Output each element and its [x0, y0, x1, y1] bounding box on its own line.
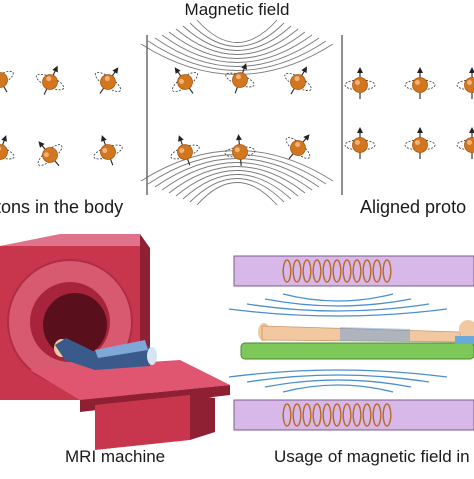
proton-ball	[287, 137, 308, 158]
spin-arrow-icon	[1, 134, 9, 142]
proton-ball	[175, 72, 196, 93]
magnet-plate-top	[234, 256, 474, 286]
proton-ball	[40, 72, 60, 92]
magnet-plate-bottom	[234, 400, 474, 430]
proton-ball	[353, 78, 368, 93]
spin-arrow-icon	[99, 134, 107, 142]
proton-ball	[465, 138, 474, 153]
field-wave-bottom	[247, 375, 429, 382]
spin-arrow-icon	[52, 64, 60, 72]
spin-arrow-icon	[469, 67, 474, 73]
proton-ball	[39, 144, 60, 165]
spin-arrow-icon	[301, 65, 309, 73]
proton-icon	[30, 59, 71, 101]
proton-icon	[457, 67, 474, 99]
field-wave-bottom	[229, 370, 447, 377]
spin-arrow-icon	[469, 127, 474, 133]
field-line-top	[190, 23, 284, 47]
proton-icon	[88, 130, 127, 170]
spin-arrow-icon	[235, 134, 242, 141]
proton-ball	[0, 142, 10, 161]
field-wave-top	[247, 304, 429, 311]
magnetic-field-usage-label: Usage of magnetic field in M	[274, 447, 474, 467]
mri-machine-icon	[0, 234, 230, 450]
spin-arrow-icon	[357, 127, 363, 133]
proton-highlight	[355, 140, 360, 145]
mri-machine-label: MRI machine	[65, 447, 165, 467]
proton-icon	[405, 67, 435, 99]
field-wave-bottom	[283, 385, 393, 392]
spin-arrow-icon	[172, 66, 180, 74]
patient-feet	[147, 347, 157, 365]
proton-highlight	[467, 80, 472, 85]
proton-highlight	[415, 80, 420, 85]
spin-arrow-icon	[417, 67, 423, 73]
spin-arrow-icon	[357, 67, 363, 73]
field-line-bottom	[197, 183, 277, 206]
proton-ball	[413, 138, 428, 153]
proton-icon	[88, 59, 131, 102]
proton-icon	[165, 130, 204, 170]
spin-arrow-icon	[417, 127, 423, 133]
patient-bed	[241, 343, 474, 359]
spin-arrow-icon	[112, 66, 120, 74]
field-wave-top	[283, 294, 393, 301]
proton-icon	[345, 127, 375, 159]
field-line-bottom	[190, 179, 284, 203]
proton-highlight	[355, 80, 360, 85]
proton-ball	[413, 78, 428, 93]
magnetic-field-lines	[141, 20, 333, 205]
proton-icon	[457, 127, 474, 159]
proton-icon	[27, 132, 71, 176]
proton-highlight	[467, 140, 472, 145]
patient-gown	[340, 327, 410, 341]
proton-icon	[221, 58, 260, 98]
proton-icon	[278, 59, 320, 102]
field-wave-top	[265, 299, 411, 306]
aligned-protons-label: Aligned proto	[360, 197, 466, 218]
mri-table-base-side	[190, 395, 215, 440]
proton-ball	[0, 70, 10, 90]
proton-ball	[98, 72, 119, 93]
proton-ball	[288, 72, 308, 92]
field-wave-top	[229, 309, 447, 316]
field-wave-bottom	[265, 380, 411, 387]
proton-ball	[465, 78, 474, 93]
proton-icon	[0, 130, 20, 170]
pillow	[455, 336, 474, 344]
mri-top	[0, 234, 140, 246]
proton-grid	[0, 57, 474, 175]
protons-in-body-label: tons in the body	[0, 197, 123, 218]
proton-icon	[0, 57, 20, 100]
proton-ball	[353, 138, 368, 153]
proton-icon	[405, 127, 435, 159]
proton-icon	[345, 67, 375, 99]
magnetic-field-usage-diagram	[229, 256, 474, 430]
patient-head	[459, 320, 474, 338]
proton-highlight	[415, 140, 420, 145]
proton-icon	[278, 125, 322, 169]
magnetic-field-title: Magnetic field	[0, 0, 474, 20]
spin-arrow-icon	[176, 134, 184, 142]
field-line-top	[197, 20, 277, 43]
proton-ball	[232, 144, 248, 160]
